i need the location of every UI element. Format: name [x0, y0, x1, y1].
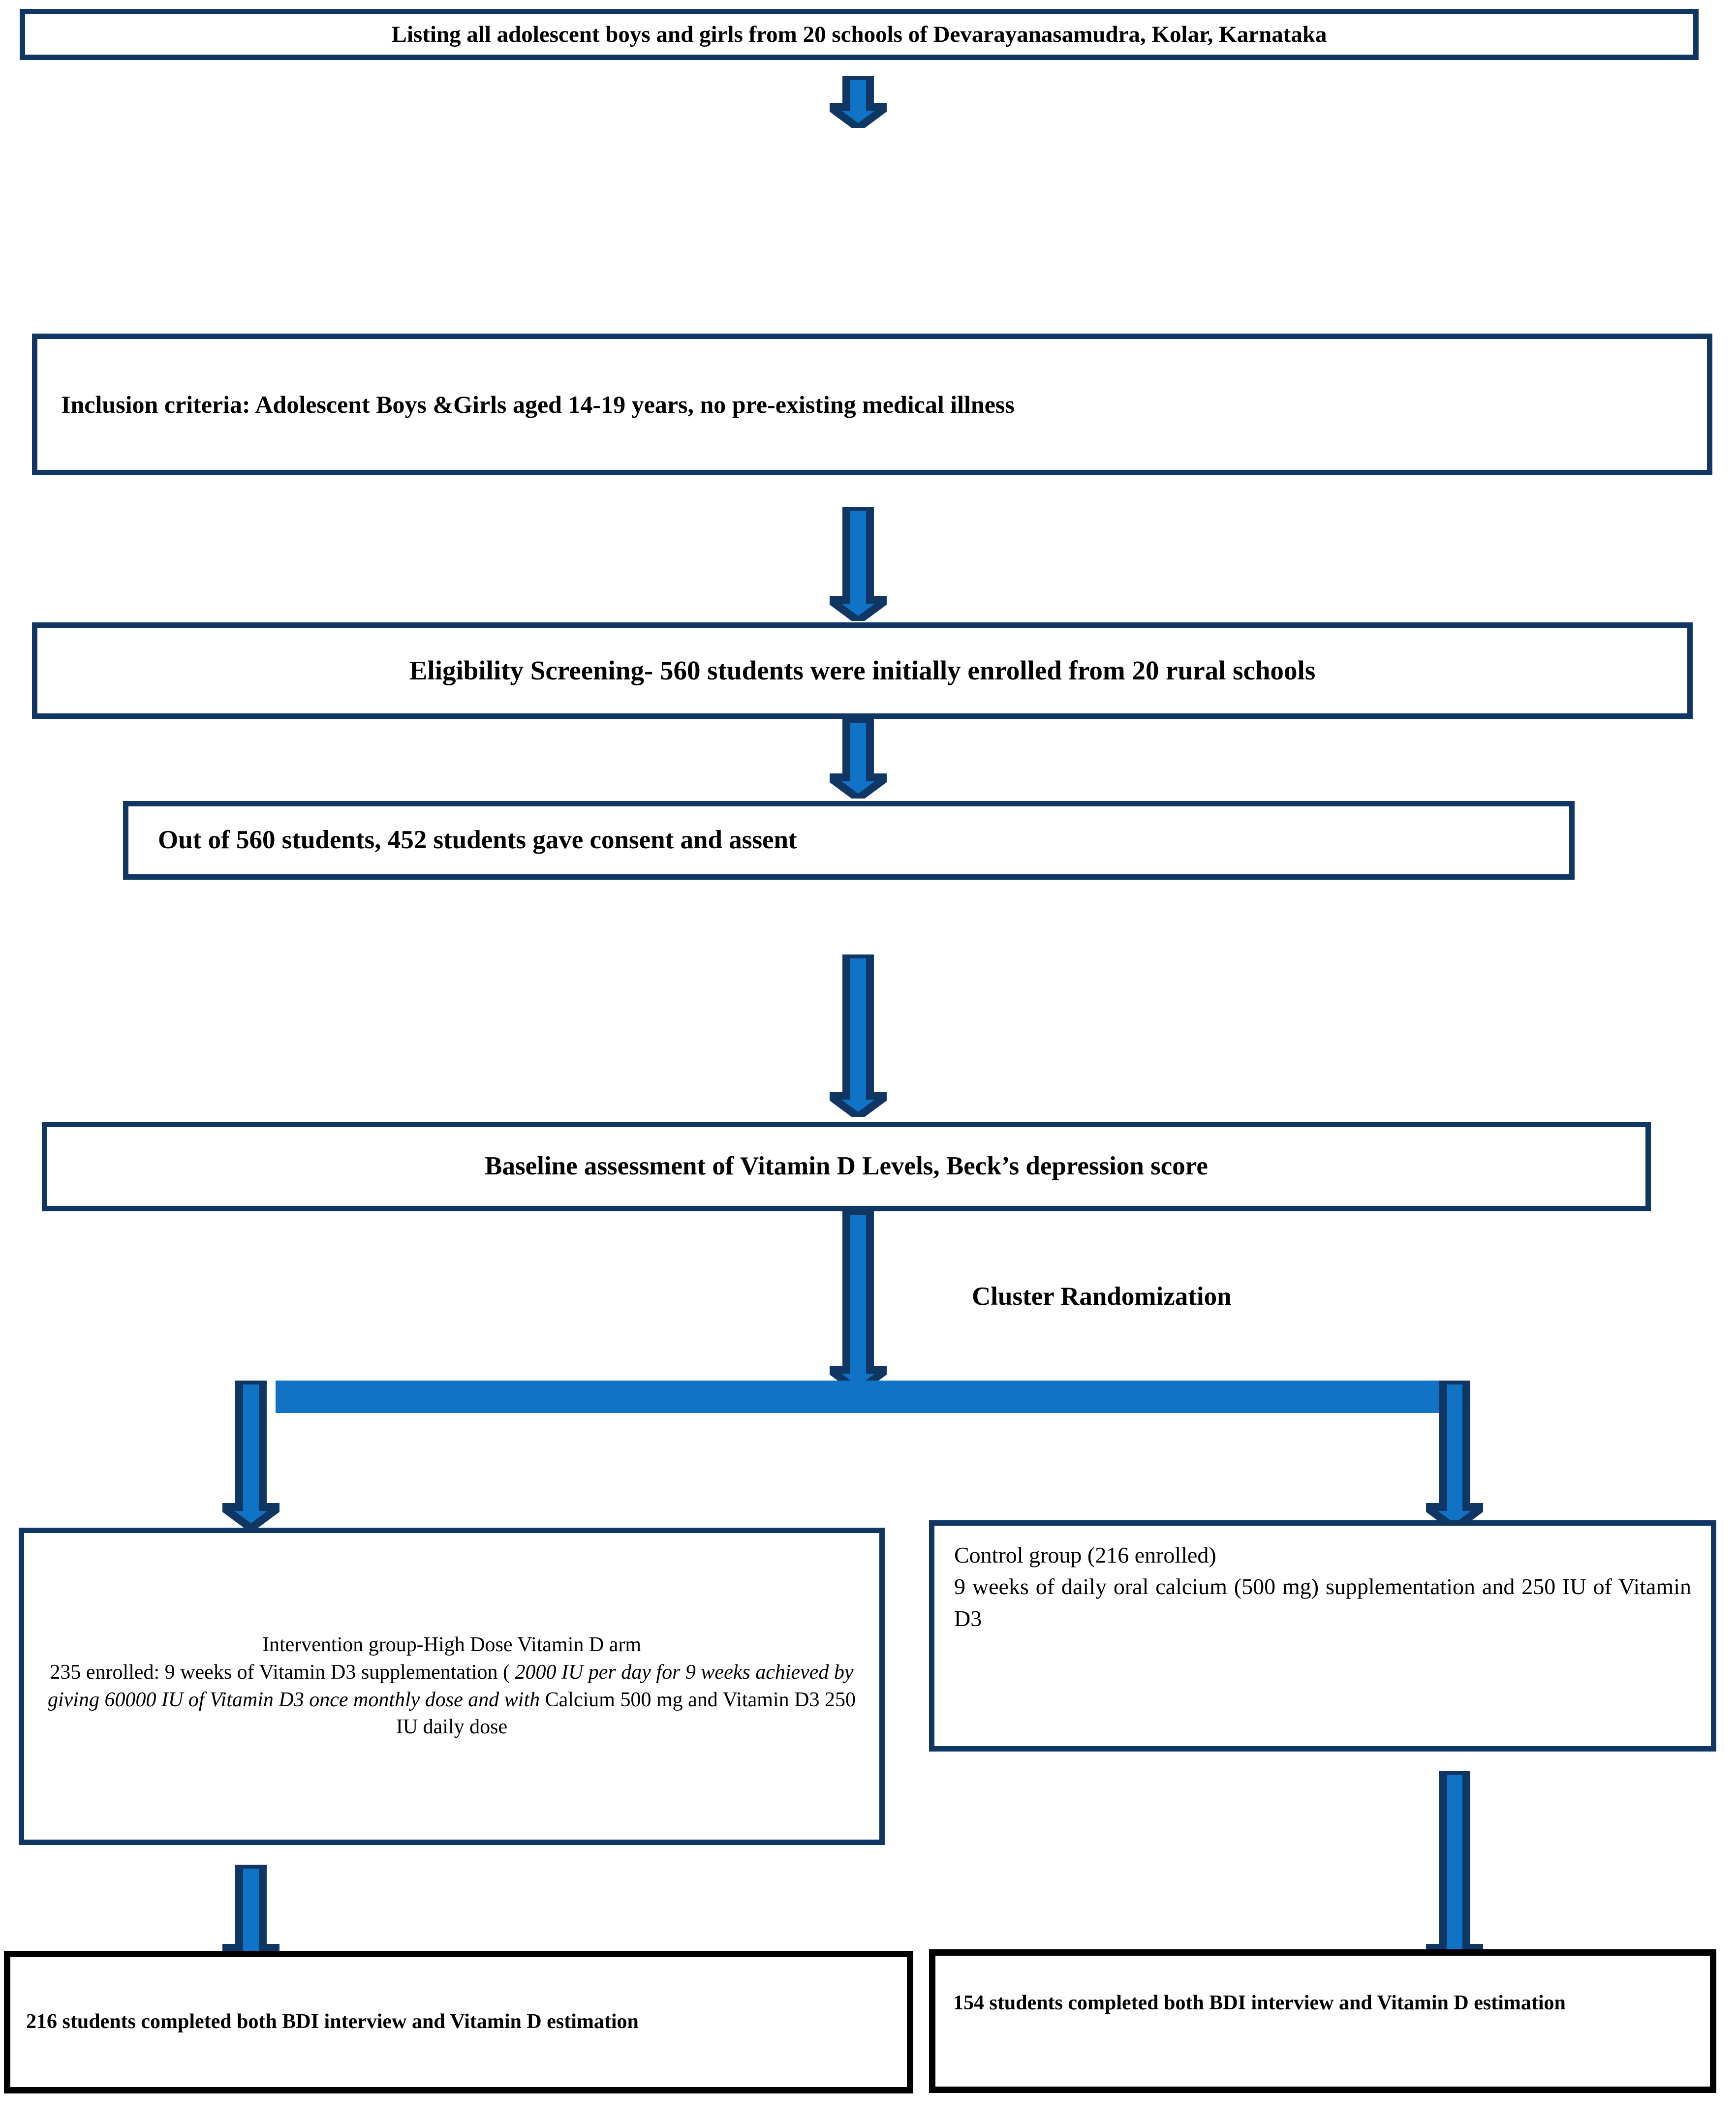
node-outcome-intervention-box: 216 students completed both BDI intervie… — [4, 1951, 913, 2093]
node-inclusion-box: Inclusion criteria: Adolescent Boys &Gir… — [32, 334, 1712, 475]
arrow-randomization-to-intervention — [222, 1381, 279, 1528]
intervention-line-1: Intervention group-High Dose Vitamin D a… — [262, 1633, 642, 1656]
annotation-cluster-randomization: Cluster Randomization — [972, 1282, 1232, 1311]
randomization-split-bar — [276, 1381, 1457, 1413]
arrow-inclusion-to-eligibility — [830, 507, 887, 621]
node-control-label: Control group (216 enrolled) 9 weeks of … — [934, 1526, 1711, 1634]
control-line-2: 9 weeks of daily oral calcium (500 mg) s… — [954, 1574, 1691, 1631]
node-baseline-box: Baseline assessment of Vitamin D Levels,… — [42, 1122, 1651, 1211]
arrow-listing-to-inclusion — [830, 76, 887, 128]
node-eligibility-box: Eligibility Screening- 560 students were… — [32, 622, 1693, 719]
arrow-control-to-outcome — [1426, 1771, 1483, 1969]
node-consent-box: Out of 560 students, 452 students gave c… — [123, 801, 1575, 880]
node-consent-label: Out of 560 students, 452 students gave c… — [158, 826, 797, 855]
node-baseline-label: Baseline assessment of Vitamin D Levels,… — [485, 1152, 1208, 1181]
node-listing-label: Listing all adolescent boys and girls fr… — [391, 21, 1327, 47]
intervention-line-2-plain-a: 235 enrolled: 9 weeks of Vitamin D3 supp… — [50, 1661, 515, 1684]
arrow-consent-to-baseline — [830, 954, 887, 1117]
node-inclusion-label: Inclusion criteria: Adolescent Boys &Gir… — [61, 391, 1015, 418]
control-line-1: Control group (216 enrolled) — [954, 1542, 1216, 1568]
intervention-line-2-plain-b: Calcium 500 mg and Vitamin D3 250 IU dai… — [396, 1688, 856, 1739]
node-eligibility-label: Eligibility Screening- 560 students were… — [409, 655, 1316, 685]
node-intervention-box: Intervention group-High Dose Vitamin D a… — [19, 1528, 885, 1845]
node-outcome-control-label: 154 students completed both BDI intervie… — [953, 1992, 1566, 2014]
node-listing-box: Listing all adolescent boys and girls fr… — [20, 9, 1699, 60]
intervention-line-2-italic: 2000 IU per day for 9 weeks achieved by … — [48, 1661, 854, 1711]
node-outcome-control-box: 154 students completed both BDI intervie… — [929, 1949, 1716, 2093]
node-outcome-intervention-label: 216 students completed both BDI intervie… — [26, 2010, 639, 2033]
node-control-box: Control group (216 enrolled) 9 weeks of … — [929, 1520, 1716, 1752]
arrow-eligibility-to-consent — [830, 719, 887, 799]
node-intervention-label: Intervention group-High Dose Vitamin D a… — [24, 1631, 879, 1741]
arrow-baseline-to-randomization — [830, 1211, 887, 1391]
arrow-randomization-to-control — [1426, 1381, 1483, 1528]
